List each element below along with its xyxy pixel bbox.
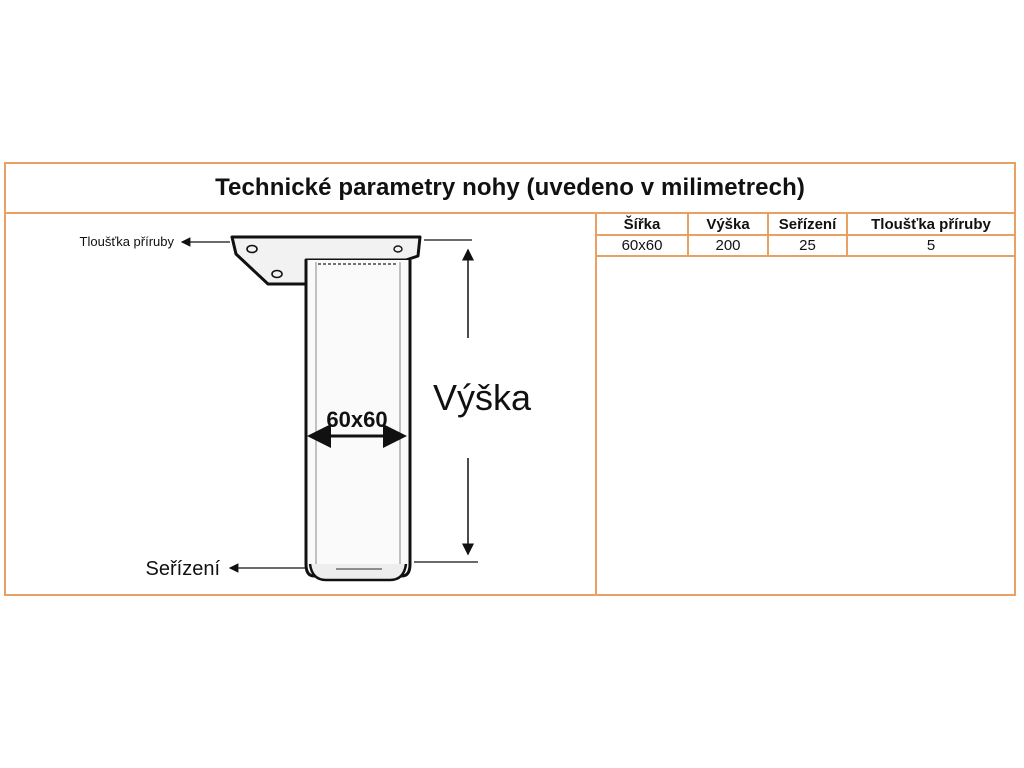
header-width: Šířka [597,214,689,236]
flange-label: Tloušťka příruby [80,234,175,249]
width-label: 60x60 [326,407,387,432]
value-flange: 5 [846,235,1014,257]
title-bar: Technické parametry nohy (uvedeno v mili… [6,164,1014,214]
flange-hole [246,244,258,254]
diagram-panel: 60x60 Výška Tloušťka příruby Seřízení [6,214,595,594]
header-height: Výška [687,214,769,236]
page-title: Technické parametry nohy (uvedeno v mili… [215,174,805,201]
value-height: 200 [687,235,769,257]
adjust-label: Seřízení [146,558,221,580]
adjuster-foot [308,563,408,582]
flange-hole [271,269,283,279]
flange-hole [393,245,403,253]
params-table: Šířka Výška Seřízení Tloušťka příruby 60… [597,214,1014,257]
header-adjust: Seřízení [767,214,848,236]
header-flange: Tloušťka příruby [846,214,1014,236]
value-width: 60x60 [597,235,689,257]
spec-frame: Technické parametry nohy (uvedeno v mili… [4,162,1016,596]
leg-diagram: 60x60 Výška Tloušťka příruby Seřízení [80,234,532,582]
value-adjust: 25 [767,235,848,257]
table-row: 60x60 200 25 5 [597,235,1014,257]
height-label: Výška [433,377,532,418]
params-panel: Šířka Výška Seřízení Tloušťka příruby 60… [595,214,1014,594]
table-header-row: Šířka Výška Seřízení Tloušťka příruby [597,214,1014,236]
